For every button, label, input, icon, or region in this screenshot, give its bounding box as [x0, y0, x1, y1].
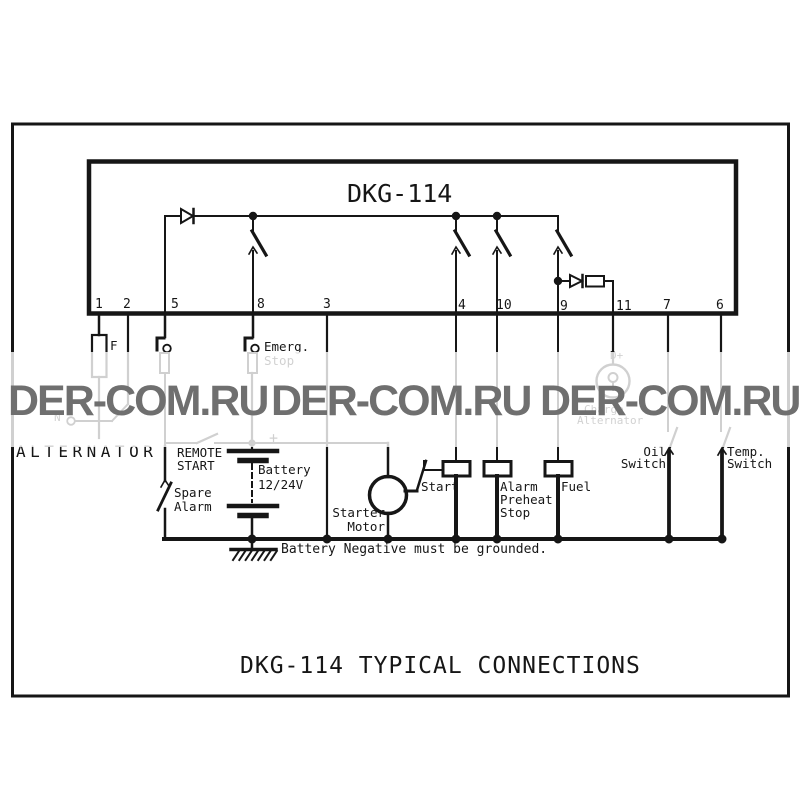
- watermark-text-1: DER-COM.RU: [8, 377, 269, 425]
- d-plus-label: D+: [610, 349, 624, 362]
- alternator-label: ALTERNATOR: [16, 442, 158, 461]
- emerg-label: Emerg.: [264, 339, 310, 354]
- oil-switch: [663, 312, 679, 543]
- terminal-number-3: 3: [323, 297, 331, 312]
- fuse-label: F: [110, 338, 118, 353]
- terminal-number-1: 1: [95, 297, 103, 312]
- terminal-number-6: 6: [716, 298, 724, 313]
- terminal-number-5: 5: [171, 297, 179, 312]
- alarm-label: Alarm: [500, 479, 538, 494]
- diagram-caption: DKG-114 TYPICAL CONNECTIONS: [240, 653, 641, 679]
- ground-note: Battery Negative must be grounded.: [281, 542, 548, 557]
- battery-symbol: [226, 448, 280, 541]
- battery-voltage-label: 12/24V: [258, 477, 304, 492]
- relay-contact-9: [552, 215, 614, 315]
- temp-switch: [716, 312, 732, 543]
- remote-label: REMOTE: [177, 445, 223, 460]
- starter-motor-label: Motor: [347, 519, 385, 534]
- device-title: DKG-114: [347, 179, 453, 208]
- terminal-number-11: 11: [616, 299, 632, 314]
- temp-switch-label: Switch: [727, 456, 773, 471]
- battery-label: Battery: [258, 462, 311, 477]
- oil-switch-label: Switch: [620, 456, 666, 471]
- spare-alarm-switch: [156, 444, 173, 541]
- terminal-number-10: 10: [496, 298, 512, 313]
- terminal-number-7: 7: [663, 298, 671, 313]
- emerg-stop-label: Stop: [264, 353, 295, 368]
- start-label: Start: [421, 479, 459, 494]
- relay-contact-4: [450, 211, 472, 315]
- start-solenoid-coil: [441, 313, 472, 543]
- terminal-number-9: 9: [560, 299, 568, 314]
- watermark-text-3: DER-COM.RU: [540, 377, 800, 425]
- terminal-number-4: 4: [458, 298, 466, 313]
- spare-label: Spare: [174, 485, 212, 500]
- terminal-number-8: 8: [257, 297, 265, 312]
- start-switch: [403, 459, 444, 493]
- spare-alarm-label: Alarm: [174, 499, 212, 514]
- stop-label: Stop: [500, 505, 531, 520]
- terminal-number-2: 2: [123, 297, 131, 312]
- ground-symbol: [229, 537, 279, 562]
- watermark-text-2: DER-COM.RU: [271, 377, 532, 425]
- remote-start-label: START: [177, 458, 215, 473]
- relay-contact-8: [247, 211, 269, 315]
- oil-label: Oil: [643, 444, 666, 459]
- dkg114-box: [86, 159, 739, 316]
- ground-bus: [162, 534, 727, 544]
- starter-label: Starter: [332, 505, 385, 520]
- battery-plus-label: +: [269, 429, 279, 447]
- fuel-label: Fuel: [561, 479, 592, 494]
- relay-contact-10: [491, 211, 513, 315]
- preheat-label: Preheat: [500, 492, 553, 507]
- temp-label: Temp.: [727, 444, 765, 459]
